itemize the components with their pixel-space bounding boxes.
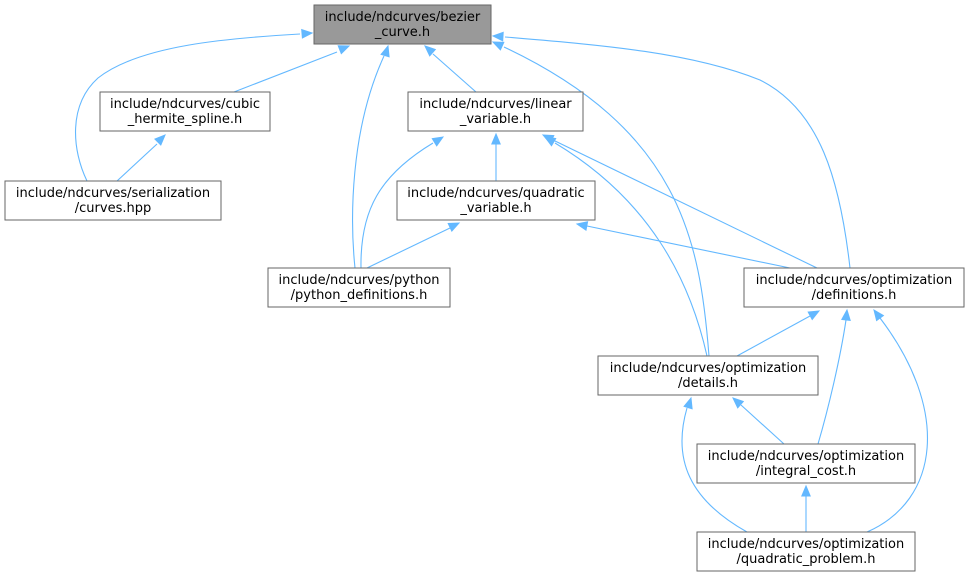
node-opt-integral[interactable]: include/ndcurves/optimization/integral_c… bbox=[696, 443, 916, 484]
node-opt-quadratic-problem[interactable]: include/ndcurves/optimization/quadratic_… bbox=[696, 531, 916, 572]
node-box[interactable] bbox=[597, 355, 819, 396]
node-label-line: include/ndcurves/optimization bbox=[708, 537, 904, 552]
node-python[interactable]: include/ndcurves/python/python_definitio… bbox=[267, 267, 451, 308]
edge-opt-definitions-to-quadratic bbox=[575, 221, 791, 269]
node-label-line: include/ndcurves/optimization bbox=[756, 273, 952, 288]
edge-opt-definitions-to-bezier bbox=[491, 31, 851, 269]
edge-arrowhead bbox=[491, 132, 501, 145]
edge-arrowhead bbox=[841, 308, 851, 321]
edge-opt-details-to-linear bbox=[543, 136, 708, 357]
edge-line bbox=[352, 55, 385, 269]
edge-linear-to-bezier bbox=[424, 45, 477, 93]
node-label-line: _variable.h bbox=[459, 112, 531, 127]
edge-line bbox=[366, 227, 451, 269]
node-label-line: include/ndcurves/serialization bbox=[16, 186, 210, 201]
edge-line bbox=[817, 319, 847, 445]
edge-arrowhead bbox=[337, 45, 351, 55]
node-box[interactable] bbox=[396, 180, 596, 221]
edge-python-to-bezier bbox=[352, 44, 390, 269]
edge-line bbox=[74, 33, 301, 182]
edge-opt-quadratic-problem-to-opt-details bbox=[681, 396, 748, 533]
edge-line bbox=[360, 142, 434, 269]
edge-arrowhead bbox=[431, 136, 445, 147]
edge-line bbox=[740, 404, 785, 445]
node-label-line: include/ndcurves/cubic bbox=[110, 97, 260, 112]
edge-line bbox=[552, 139, 818, 269]
node-label-line: include/ndcurves/optimization bbox=[708, 449, 904, 464]
root-node-box[interactable] bbox=[313, 4, 492, 45]
edge-line bbox=[586, 225, 791, 269]
node-label-line: /definitions.h bbox=[812, 288, 897, 303]
node-box[interactable] bbox=[99, 91, 271, 132]
edge-opt-integral-to-opt-definitions bbox=[817, 308, 851, 445]
node-serialization[interactable]: include/ndcurves/serialization/curves.hp… bbox=[4, 180, 222, 221]
node-label-line: _hermite_spline.h bbox=[127, 112, 243, 127]
nodes-layer: include/ndcurves/bezier_curve.hinclude/n… bbox=[4, 4, 965, 572]
node-label-line: _variable.h bbox=[459, 201, 531, 216]
edge-line bbox=[736, 315, 811, 357]
edge-line bbox=[554, 142, 708, 357]
node-box[interactable] bbox=[4, 180, 222, 221]
edge-opt-details-to-bezier bbox=[491, 41, 710, 357]
edge-cubic-to-bezier bbox=[233, 45, 351, 93]
edge-arrowhead bbox=[491, 41, 505, 51]
node-box[interactable] bbox=[407, 91, 584, 132]
edge-arrowhead bbox=[301, 28, 314, 39]
edge-opt-details-to-opt-definitions bbox=[736, 310, 821, 357]
node-opt-definitions[interactable]: include/ndcurves/optimization/definition… bbox=[743, 267, 965, 308]
node-label-line: /curves.hpp bbox=[75, 201, 151, 216]
edge-line bbox=[866, 317, 928, 533]
edge-opt-quadratic-problem-to-opt-definitions bbox=[866, 308, 928, 533]
node-box[interactable] bbox=[743, 267, 965, 308]
edge-line bbox=[503, 46, 710, 357]
edge-python-to-quadratic bbox=[366, 222, 461, 269]
node-bezier[interactable]: include/ndcurves/bezier_curve.h bbox=[313, 4, 492, 45]
edge-python-to-linear bbox=[360, 136, 445, 269]
node-label-line: /details.h bbox=[678, 376, 738, 391]
node-linear[interactable]: include/ndcurves/linear_variable.h bbox=[407, 91, 584, 132]
node-label-line: include/ndcurves/linear bbox=[419, 97, 572, 112]
edges-layer bbox=[74, 28, 928, 533]
edge-opt-quadratic-problem-to-opt-integral bbox=[801, 484, 811, 532]
edge-arrowhead bbox=[801, 484, 811, 497]
edge-arrowhead bbox=[424, 45, 437, 57]
node-box[interactable] bbox=[267, 267, 451, 308]
edge-arrowhead bbox=[683, 396, 693, 410]
edge-quadratic-to-linear bbox=[491, 132, 501, 181]
edge-opt-integral-to-opt-details bbox=[732, 397, 785, 445]
edge-arrowhead bbox=[873, 308, 885, 322]
node-box[interactable] bbox=[696, 443, 916, 484]
node-label-line: /python_definitions.h bbox=[291, 288, 428, 303]
edge-line bbox=[233, 51, 338, 93]
node-label-line: include/ndcurves/optimization bbox=[610, 361, 806, 376]
edge-arrowhead bbox=[154, 134, 166, 146]
edge-line bbox=[504, 36, 851, 269]
edge-arrowhead bbox=[380, 44, 390, 58]
node-opt-details[interactable]: include/ndcurves/optimization/details.h bbox=[597, 355, 819, 396]
node-box[interactable] bbox=[696, 531, 916, 572]
edge-arrowhead bbox=[575, 221, 589, 231]
edge-arrowhead bbox=[807, 310, 821, 321]
node-label-line: include/ndcurves/quadratic bbox=[407, 186, 584, 201]
edge-arrowhead bbox=[732, 397, 745, 409]
edge-arrowhead bbox=[447, 222, 461, 232]
edge-line bbox=[681, 407, 748, 533]
node-label-line: /integral_cost.h bbox=[756, 464, 856, 479]
node-label-line: include/ndcurves/bezier bbox=[325, 10, 481, 25]
node-label-line: include/ndcurves/python bbox=[278, 273, 439, 288]
node-label-line: _curve.h bbox=[374, 25, 430, 40]
edge-serialization-to-cubic bbox=[116, 134, 166, 182]
edge-line bbox=[432, 53, 477, 93]
edge-arrowhead bbox=[491, 31, 504, 42]
node-label-line: /quadratic_problem.h bbox=[737, 552, 876, 567]
node-quadratic[interactable]: include/ndcurves/quadratic_variable.h bbox=[396, 180, 596, 221]
edge-arrowhead bbox=[543, 136, 557, 147]
node-cubic[interactable]: include/ndcurves/cubic_hermite_spline.h bbox=[99, 91, 271, 132]
edge-line bbox=[116, 143, 158, 182]
edge-serialization-to-bezier bbox=[74, 28, 314, 182]
